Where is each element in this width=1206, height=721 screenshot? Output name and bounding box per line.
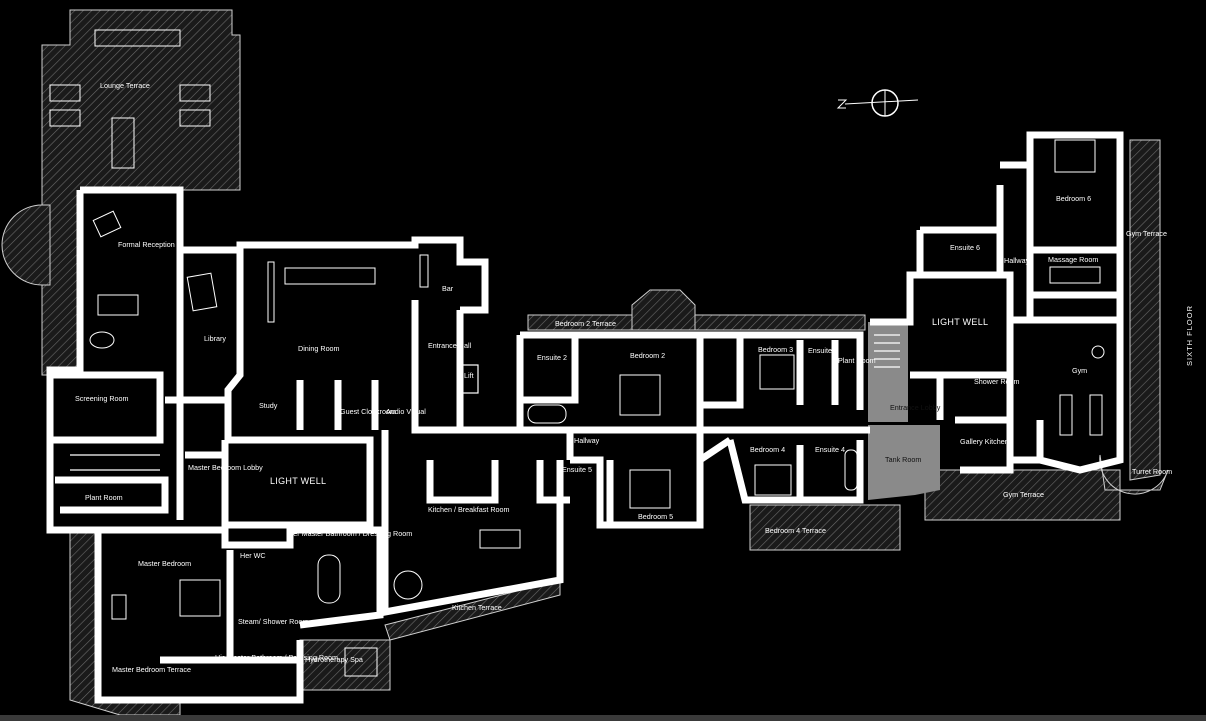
label-tank-room: Tank Room <box>885 455 921 464</box>
label-master-bedroom: Master Bedroom <box>138 559 191 568</box>
label-kitchen-terrace: Kitchen Terrace <box>452 603 502 612</box>
label-bedroom-2-terrace: Bedroom 2 Terrace <box>555 319 616 328</box>
stairs <box>874 334 900 368</box>
label-steam-shower-room: Steam/ Shower Room <box>238 617 308 626</box>
floor-level-label: SIXTH FLOOR <box>1185 305 1194 366</box>
walls <box>46 131 1124 704</box>
label-massage-room: Massage Room <box>1048 255 1098 264</box>
label-plant-room-west: Plant Room <box>85 493 123 502</box>
label-screening-room: Screening Room <box>75 394 129 403</box>
label-master-bedroom-lobby: Master Bedroom Lobby <box>188 463 263 472</box>
label-gym: Gym <box>1072 366 1087 375</box>
label-formal-reception: Formal Reception <box>118 240 175 249</box>
bedroom-2-bay <box>631 289 696 331</box>
label-bedroom-5: Bedroom 5 <box>638 512 673 521</box>
label-gallery-kitchen: Gallery Kitchen <box>960 437 1009 446</box>
label-ensuite-6: Ensuite 6 <box>950 243 980 252</box>
label-dining-room: Dining Room <box>298 344 340 353</box>
gym-terrace-side-area <box>1129 139 1161 481</box>
label-his-master-bathroom: His Master Bathroom / Dressing Room <box>215 653 338 662</box>
label-study: Study <box>259 401 278 410</box>
label-bar: Bar <box>442 284 454 293</box>
label-entrance-hall: Entrance Hall <box>428 341 472 350</box>
label-gym-terrace-bottom: Gym Terrace <box>1003 490 1044 499</box>
tank-room-area <box>868 425 940 500</box>
label-bedroom-4: Bedroom 4 <box>750 445 785 454</box>
label-shower-room: Shower Room <box>974 377 1020 386</box>
label-light-well-east: LIGHT WELL <box>932 317 988 327</box>
label-hallway-east: Hallway <box>1004 256 1030 265</box>
west-bay-terrace <box>1 204 51 286</box>
label-audio-visual: Audio Visual <box>386 407 426 416</box>
label-lounge-terrace: Lounge Terrace <box>100 81 150 90</box>
label-ensuite-2: Ensuite 2 <box>537 353 567 362</box>
label-light-well-west: LIGHT WELL <box>270 476 326 486</box>
bedroom-4-terrace-area <box>749 504 901 551</box>
label-her-master-bathroom: Her Master Bathroom / Dressing Room <box>288 529 412 538</box>
stair-core <box>868 322 908 422</box>
highlighted-areas <box>868 322 940 500</box>
master-bedroom-terrace-area <box>69 529 181 716</box>
label-bedroom-2: Bedroom 2 <box>630 351 665 360</box>
label-her-wc: Her WC <box>240 551 266 560</box>
label-master-bedroom-terrace: Master Bedroom Terrace <box>112 665 191 674</box>
label-gym-terrace-side: Gym Terrace <box>1126 229 1167 238</box>
label-guest-cloakroom: Guest Cloakroom <box>340 407 396 416</box>
label-bedroom-6: Bedroom 6 <box>1056 194 1091 203</box>
label-ensuite-5: Ensuite 5 <box>562 465 592 474</box>
turret-terrace <box>1099 454 1169 495</box>
label-entrance-lobby: Entrance Lobby <box>890 403 941 412</box>
kitchen-terrace-area <box>384 579 561 641</box>
label-bedroom-4-terrace: Bedroom 4 Terrace <box>765 526 826 535</box>
label-library: Library <box>204 334 226 343</box>
north-arrow-icon <box>836 89 919 117</box>
label-hydrotherapy-spa: Hydrotherapy Spa <box>305 655 363 664</box>
gym-terrace-bottom-area <box>924 469 1121 521</box>
furniture <box>49 29 1105 677</box>
bedroom-2-terrace-area <box>527 314 866 331</box>
label-plant-room-east: Plant Room <box>838 356 876 365</box>
label-turret-room: Turret Room <box>1132 467 1172 476</box>
label-hallway-main: Hallway <box>574 436 600 445</box>
label-kitchen-breakfast: Kitchen / Breakfast Room <box>428 505 510 514</box>
label-ensuite-4: Ensuite 4 <box>815 445 845 454</box>
label-lift: Lift <box>464 371 474 380</box>
room-labels: Lounge Terrace Formal Reception Library … <box>75 81 1172 674</box>
label-bedroom-3: Bedroom 3 <box>758 345 793 354</box>
label-ensuite-3: Ensuite 3 <box>808 346 838 355</box>
bottom-bar <box>0 715 1206 721</box>
